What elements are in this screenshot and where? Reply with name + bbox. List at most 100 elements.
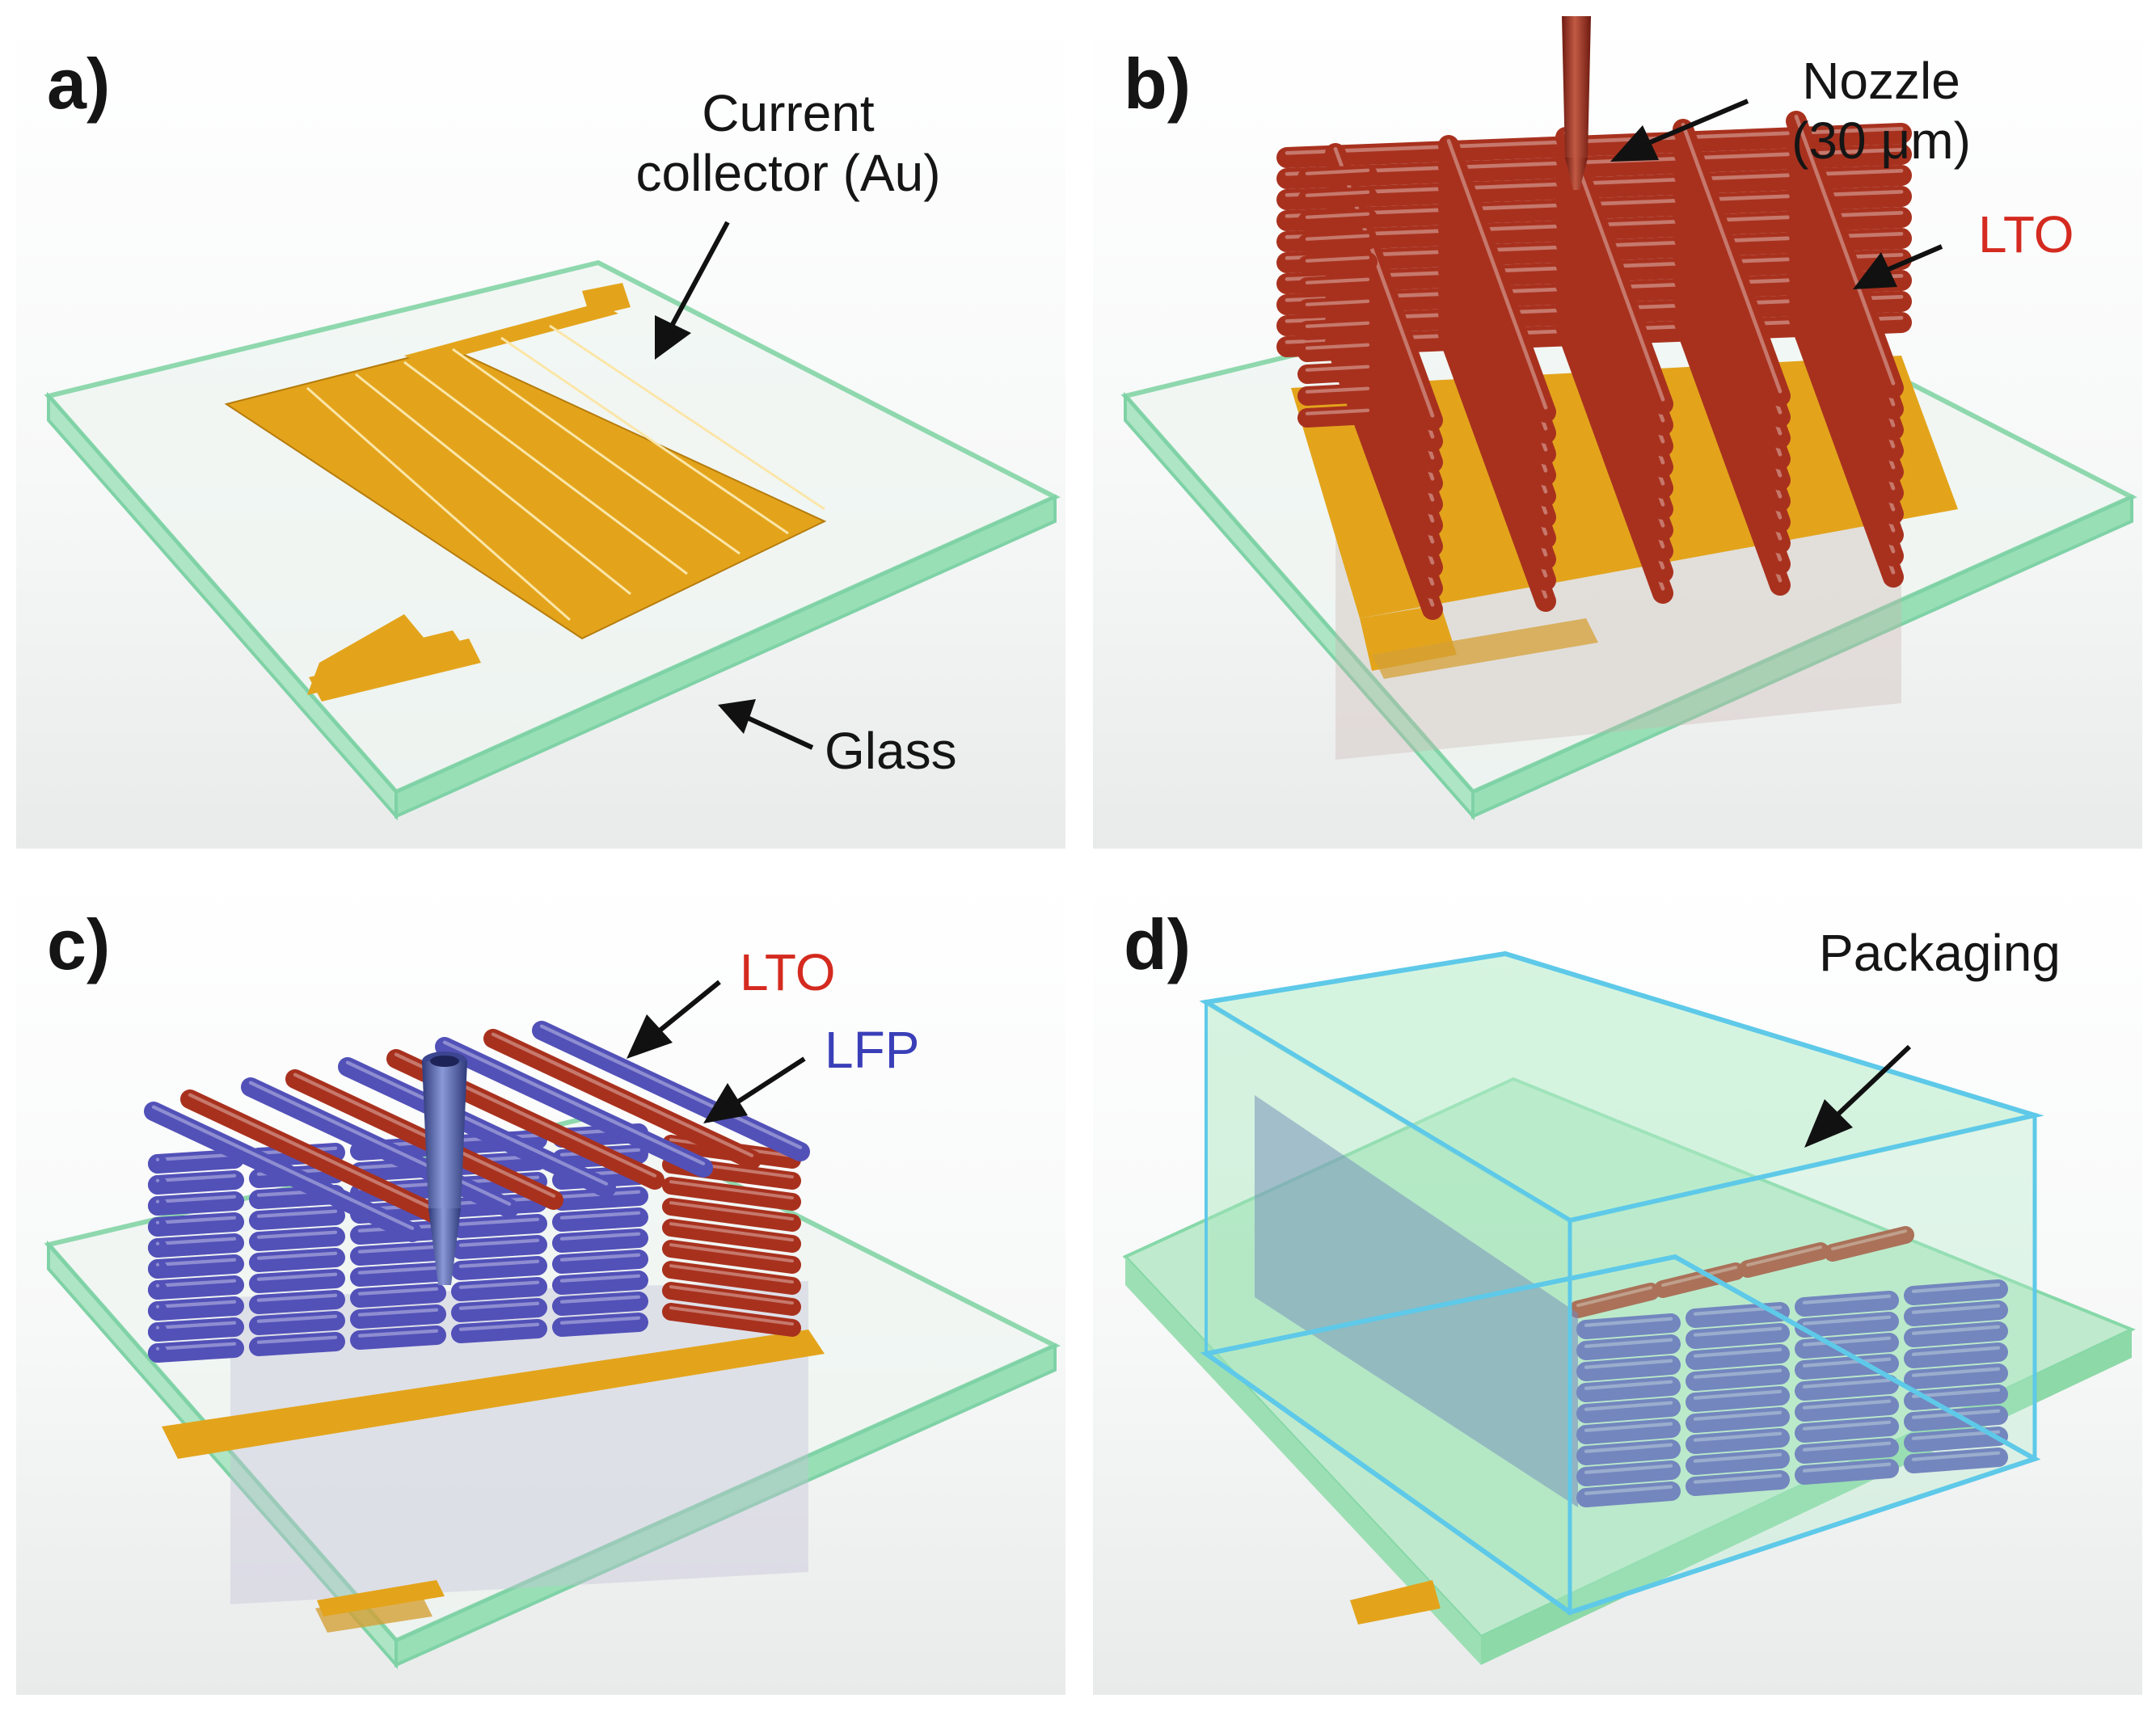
lto-finger-highlight (1831, 1229, 1907, 1251)
lfp-end (552, 1250, 648, 1274)
lto-finger (285, 1069, 563, 1210)
lto-end-highlight (1305, 212, 1370, 219)
lto-finger-highlight (1661, 1266, 1737, 1287)
lfp-printing-diagram (44, 980, 1061, 1670)
lto-end-highlight (1305, 321, 1370, 328)
lfp-end (451, 1319, 547, 1343)
lfp-end (148, 1170, 244, 1195)
lfp-end-highlight (1693, 1410, 1783, 1421)
panel-c: c) LTO LFP (16, 877, 1065, 1695)
lfp-finger-highlight (539, 1024, 803, 1149)
lfp-end-highlight (1693, 1389, 1783, 1400)
lfp-end-highlight (1802, 1315, 1892, 1325)
annotation-current-collector: Current collector (Au) (578, 84, 998, 203)
lfp-end-highlight (559, 1253, 641, 1262)
lfp-end (1904, 1279, 2008, 1305)
lfp-end-highlight (1802, 1441, 1892, 1452)
lfp-end (1904, 1342, 2008, 1368)
lfp-end-highlight (155, 1216, 237, 1224)
lfp-end (1686, 1302, 1790, 1328)
lfp-end-highlight (1802, 1357, 1892, 1368)
lfp-end (148, 1296, 244, 1321)
lto-side-highlight (669, 1264, 794, 1284)
lfp-end (1795, 1354, 1899, 1380)
lfp-end-highlight (256, 1251, 338, 1260)
lto-end-highlight (1305, 365, 1370, 372)
lto-printing-diagram (1120, 16, 2137, 821)
lfp-end-highlight (559, 1295, 641, 1304)
lfp-end (552, 1271, 648, 1295)
lfp-end (249, 1311, 345, 1335)
lto-side (662, 1303, 801, 1337)
lfp-end (1686, 1344, 1790, 1370)
lfp-end-highlight (256, 1293, 338, 1302)
lfp-end-highlight (1693, 1473, 1783, 1484)
lto-end-highlight (1305, 255, 1370, 263)
lto-end (1297, 209, 1378, 231)
lfp-finger-highlight (248, 1081, 512, 1206)
lto-end (1297, 296, 1378, 318)
lfp-end (1795, 1438, 1899, 1464)
lfp-end (1795, 1312, 1899, 1338)
lfp-end-highlight (155, 1237, 237, 1245)
lfp-end-highlight (1911, 1346, 2001, 1356)
lfp-end (1576, 1376, 1681, 1402)
lfp-end-highlight (155, 1279, 237, 1287)
gold-current-collector (224, 283, 827, 702)
lfp-end-highlight (1802, 1420, 1892, 1431)
lfp-end (1904, 1300, 2008, 1326)
lto-finger-highlight (1794, 114, 1896, 386)
lfp-end (249, 1332, 345, 1356)
lfp-end (249, 1269, 345, 1293)
lfp-finger (338, 1057, 616, 1198)
lfp-end (451, 1214, 547, 1238)
lfp-end (1904, 1405, 2008, 1431)
lto-end (1297, 274, 1378, 297)
lfp-end-highlight (1911, 1325, 2001, 1335)
lfp-end-highlight (357, 1308, 439, 1317)
lfp-end-highlight (1693, 1431, 1783, 1442)
lto-side-highlight (669, 1222, 794, 1242)
lfp-end-highlight (1584, 1464, 1673, 1474)
arrow-to-current-collector (655, 221, 730, 360)
lfp-end-highlight (1584, 1380, 1673, 1390)
lfp-end-highlight (1584, 1359, 1673, 1369)
lfp-end (1904, 1363, 2008, 1389)
lto-finger-highlight (293, 1073, 556, 1198)
arrow-to-nozzle (1610, 99, 1749, 162)
gold-current-collector (1350, 1580, 1441, 1625)
lfp-end (1576, 1334, 1681, 1360)
lfp-end (451, 1256, 547, 1280)
lto-end (1297, 252, 1378, 275)
panel-label-b: b) (1124, 44, 1192, 124)
lfp-end (552, 1207, 648, 1232)
current-collector-line1: Current (702, 84, 875, 142)
lfp-side-face (1255, 1095, 1578, 1507)
lfp-end (148, 1191, 244, 1216)
lfp-end-highlight (458, 1259, 540, 1268)
panel-d: d) Packaging (1093, 877, 2142, 1695)
lfp-end (148, 1254, 244, 1279)
lfp-end (1576, 1439, 1681, 1465)
lfp-end (1686, 1428, 1790, 1454)
lfp-end-highlight (1693, 1452, 1783, 1463)
lto-end (1297, 339, 1378, 362)
lfp-end-highlight (1911, 1304, 2001, 1314)
lfp-end-highlight (1802, 1336, 1892, 1346)
nozzle (422, 1051, 467, 1285)
panel-b: b) Nozzle (30 μm) LTO (1093, 16, 2142, 849)
lfp-end (451, 1277, 547, 1301)
lfp-end (451, 1298, 547, 1322)
lfp-end (148, 1338, 244, 1363)
lto-finger (1673, 119, 1791, 407)
panel-a: a) Current collector (Au) Glass (16, 16, 1065, 849)
lto-end-highlight (1305, 343, 1370, 350)
lfp-end-highlight (357, 1245, 439, 1254)
lto-end-highlight (1305, 299, 1370, 306)
lfp-end-highlight (1802, 1399, 1892, 1410)
lto-side-highlight (669, 1180, 794, 1200)
lfp-end-highlight (155, 1300, 237, 1309)
lfp-end (1795, 1333, 1899, 1359)
lfp-end (148, 1212, 244, 1237)
lfp-end (1795, 1459, 1899, 1485)
